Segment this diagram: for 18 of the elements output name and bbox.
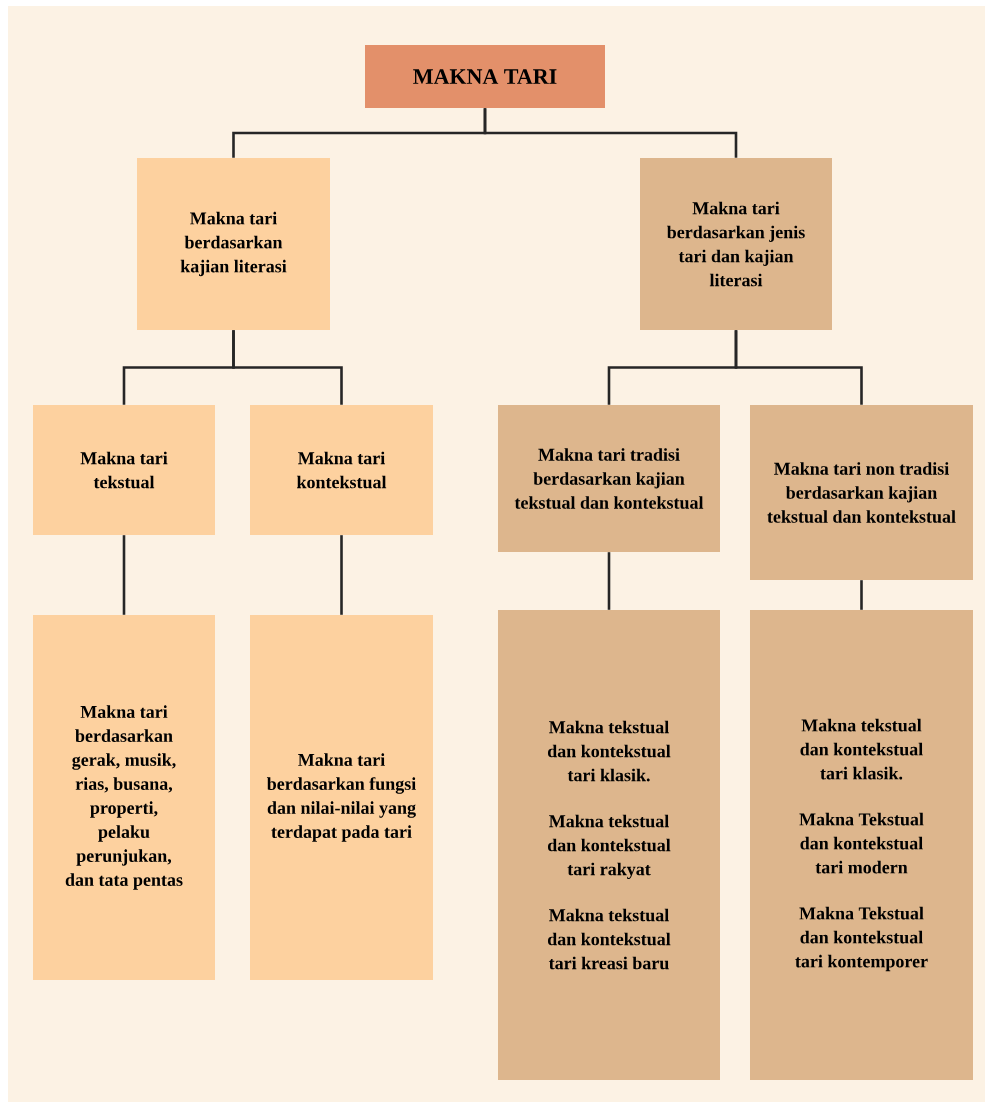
connector-line — [607, 552, 611, 610]
text-box: Makna tekstual dan kontekstual tari klasik. Makna tekstual dan kontekstual tari rakyat Makna tekstual dan kontekstual tari kreasi baru — [498, 610, 720, 1080]
connector-line — [483, 108, 738, 158]
text-box: Makna tari non tradisi berdasarkan kajian tekstual dan kontekstual — [750, 405, 973, 580]
text-box: MAKNA TARI — [365, 45, 605, 108]
text-box: Makna tari tradisi berdasarkan kajian tekstual dan kontekstual — [498, 405, 720, 552]
text-box: Makna tari berdasarkan gerak, musik, rias, busana, properti, pelaku perunjukan, dan tata pentas — [33, 615, 215, 980]
connector-line — [860, 580, 863, 610]
connector-line — [340, 535, 343, 615]
text-box: Makna tari berdasarkan kajian literasi — [137, 158, 330, 330]
text-box: Makna tari kontekstual — [250, 405, 433, 535]
text-box: Makna tari tekstual — [33, 405, 215, 535]
connector-line — [734, 330, 863, 405]
text-box: Makna tari berdasarkan fungsi dan nilai-nilai yang terdapat pada tari — [250, 615, 433, 980]
text-box: Makna tari berdasarkan jenis tari dan kajian literasi — [640, 158, 832, 330]
text-box: Makna tekstual dan kontekstual tari klasik. Makna Tekstual dan kontekstual tari modern Makna Tekstual dan kontekstual tari kontemporer — [750, 610, 973, 1080]
connector-line — [122, 535, 126, 615]
connector-line — [232, 330, 343, 405]
